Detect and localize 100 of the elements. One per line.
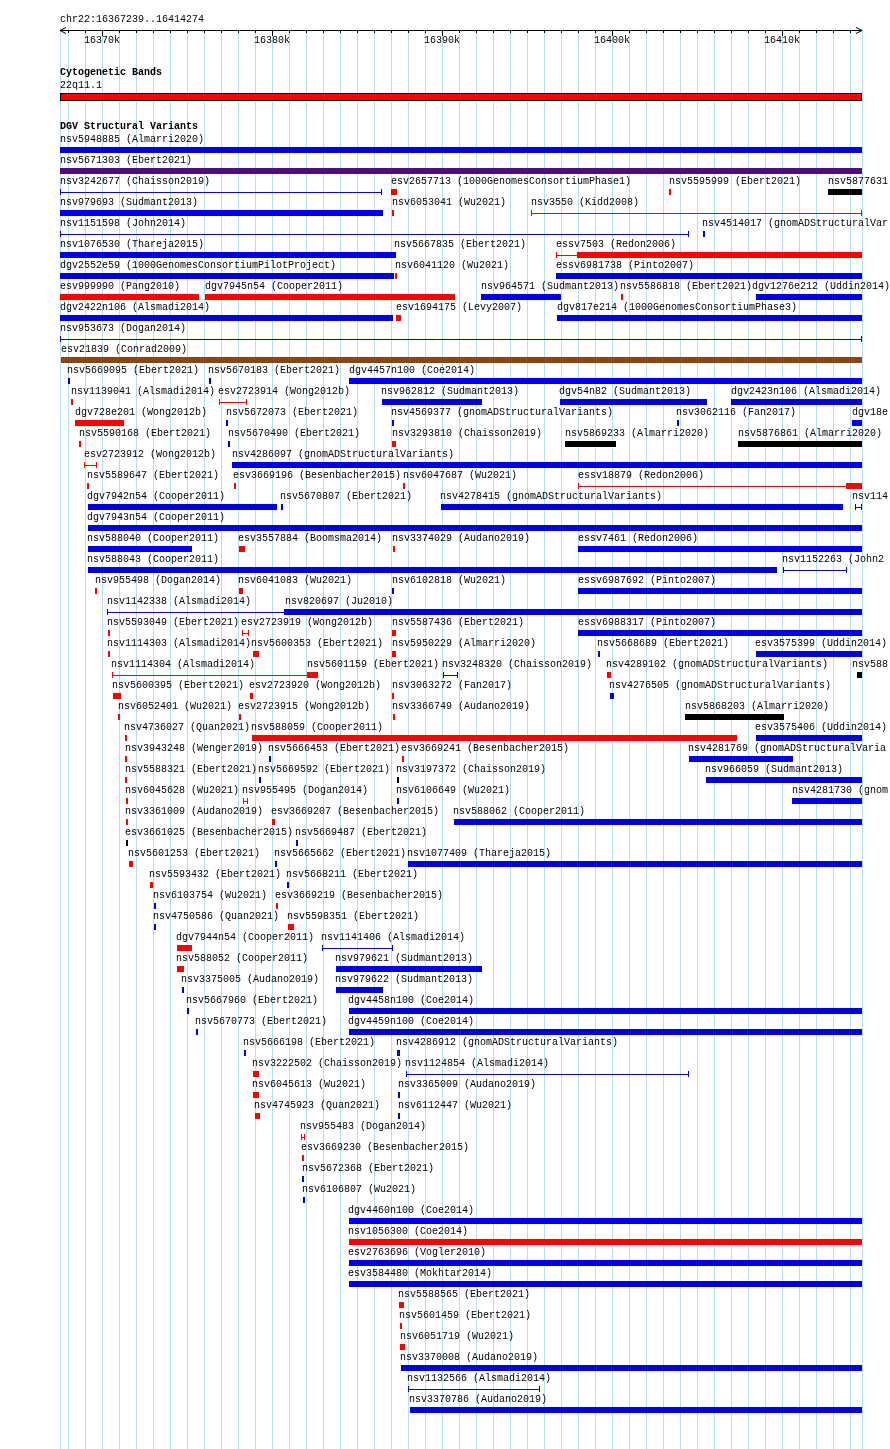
variant-label: nsv3242677 (Chaisson2019) (60, 176, 212, 188)
variant-label: essv6987692 (Pinto2007) (578, 575, 718, 587)
variant-label: nsv5601459 (Ebert2021) (399, 1310, 532, 1322)
variant-label: nsv4286097 (gnomADStructuralVariants) (232, 449, 456, 461)
variant-label: nsv3370786 (Audano2019) (409, 1394, 549, 1406)
variant-label: nsv588040 (Cooper2011) (87, 533, 220, 545)
variant-label: nsv964571 (Sudmant2013) (481, 281, 620, 293)
variant-label: nsv1077409 (Thareja2015) (407, 848, 553, 860)
variant-label: dgv4459n100 (Coe2014) (348, 1016, 476, 1028)
variant-label: nsv5669487 (Ebert2021) (295, 827, 428, 839)
variant-label: esv21839 (Conrad2009) (61, 344, 189, 356)
variant-label: nsv6041083 (Wu2021) (238, 575, 353, 587)
variant-label: nsv588062 (Cooper2011) (453, 806, 587, 818)
variant-label: esv2723912 (Wong2012b) (84, 449, 217, 461)
variant-label: nsv6053041 (Wu2021) (392, 197, 507, 209)
variant-label: nsv4281769 (gnomADStructuralVaria (688, 743, 887, 755)
tick-label: 16370k (84, 35, 120, 47)
tick-label: 16400k (594, 35, 630, 47)
track-title: DGV Structural Variants (60, 121, 199, 133)
variant-label: esv2723915 (Wong2012b) (238, 701, 371, 713)
variant-label: nsv588 (852, 659, 888, 671)
variant-label: nsv6045628 (Wu2021) (125, 785, 240, 797)
variant-label: esv3669219 (Besenbacher2015) (275, 890, 444, 902)
variant-label: dgv817e214 (1000GenomesConsortiumPhase3) (557, 302, 799, 314)
variant-label: dgv4460n100 (Coe2014) (348, 1205, 476, 1217)
variant-label: esv2723914 (Wong2012b) (218, 386, 351, 398)
variant-label: nsv5668211 (Ebert2021) (286, 869, 419, 881)
variant-label: nsv5671303 (Ebert2021) (60, 155, 194, 167)
variant-label: dgv2422n106 (Alsmadi2014) (60, 302, 212, 314)
variant-label: nsv1076530 (Thareja2015) (60, 239, 206, 251)
variant-label: dgv4458n100 (Coe2014) (348, 995, 476, 1007)
variant-label: nsv3365009 (Audano2019) (398, 1079, 537, 1091)
variant-label: nsv5666453 (Ebert2021) (268, 743, 401, 755)
variant-label: nsv4750586 (Quan2021) (153, 911, 280, 923)
variant-label: nsv6102818 (Wu2021) (392, 575, 507, 587)
variant-label: nsv3293810 (Chaisson2019) (392, 428, 543, 440)
variant-label: dgv2552e59 (1000GenomesConsortiumPilotProject) (60, 260, 338, 272)
variant-label: nsv5666198 (Ebert2021) (243, 1037, 376, 1049)
variant-label: dgv728e201 (Wong2012b) (75, 407, 208, 419)
tick-label: 16410k (764, 35, 800, 47)
variant-label: nsv3375005 (Audano2019) (181, 974, 320, 986)
variant-label: nsv588059 (Cooper2011) (251, 722, 385, 734)
variant-label: nsv5588321 (Ebert2021) (125, 764, 258, 776)
locus-label: chr22:16367239..16414274 (60, 14, 205, 26)
variant-label: nsv3370008 (Audano2019) (400, 1352, 540, 1364)
variant-label: nsv3197372 (Chaisson2019) (396, 764, 547, 776)
variant-label: esv3575399 (Uddin2014) (755, 638, 888, 650)
variant-label: nsv1139041 (Alsmadi2014) (71, 386, 216, 398)
variant-label: nsv5670773 (Ebert2021) (195, 1016, 328, 1028)
variant-label: nsv1124854 (Alsmadi2014) (405, 1058, 551, 1070)
variant-label: nsv6052401 (Wu2021) (118, 701, 233, 713)
variant-label: nsv6051719 (Wu2021) (400, 1331, 515, 1343)
variant-label: dgv2423n106 (Alsmadi2014) (731, 386, 882, 398)
variant-label: dgv1276e212 (Uddin2014) (752, 281, 890, 293)
variant-label: dgv7942n54 (Cooper2011) (87, 491, 227, 503)
variant-label: esv2657713 (1000GenomesConsortiumPhase1) (391, 176, 632, 188)
variant-label: nsv5586818 (Ebert2021) (620, 281, 753, 293)
variant-label: nsv979621 (Sudmant2013) (335, 953, 475, 965)
variant-label: nsv1056300 (Coe2014) (348, 1226, 470, 1238)
variant-label: dgv7943n54 (Cooper2011) (87, 512, 227, 524)
variant-label: nsv3062116 (Fan2017) (676, 407, 797, 419)
variant-label: dgv7944n54 (Cooper2011) (176, 932, 315, 944)
variant-label: nsv3374029 (Audano2019) (392, 533, 531, 545)
variant-label: nsv114 (852, 491, 888, 503)
variant-label: nsv6041120 (Wu2021) (395, 260, 510, 272)
variant-label: nsv5598351 (Ebert2021) (287, 911, 420, 923)
variant-label: nsv5868203 (Almarri2020) (685, 701, 830, 713)
variant-label: nsv588043 (Cooper2011) (87, 554, 221, 566)
variant-label: essv18879 (Redon2006) (578, 470, 706, 482)
variant-label: nsv4514017 (gnomADStructuralVar (702, 218, 889, 230)
variant-label: dgv4457n100 (Coe2014) (349, 365, 477, 377)
variant-label: esv2723919 (Wong2012b) (241, 617, 374, 629)
variant-label: nsv5587436 (Ebert2021) (392, 617, 525, 629)
variant-label: nsv3248320 (Chaisson2019) (442, 659, 593, 671)
variant-label: nsv1141406 (Alsmadi2014) (321, 932, 466, 944)
variant-label: nsv4281730 (gnom (792, 785, 888, 797)
variant-label: nsv5669095 (Ebert2021) (67, 365, 200, 377)
variant-label: nsv1132566 (Alsmadi2014) (407, 1373, 552, 1385)
variant-label: nsv5589647 (Ebert2021) (87, 470, 220, 482)
variant-label: esv999990 (Pang2010) (60, 281, 182, 293)
variant-label: nsv5877631 (828, 176, 888, 188)
variant-label: nsv3222502 (Chaisson2019) (252, 1058, 403, 1070)
variant-label: nsv5670807 (Ebert2021) (280, 491, 413, 503)
variant-label: nsv955495 (Dogan2014) (242, 785, 369, 797)
variant-label: nsv5667960 (Ebert2021) (186, 995, 319, 1007)
variant-label: nsv6047687 (Wu2021) (403, 470, 518, 482)
variant-label: nsv4569377 (gnomADStructuralVariants) (391, 407, 614, 419)
variant-label: nsv5670183 (Ebert2021) (208, 365, 341, 377)
variant-label: nsv4736027 (Quan2021) (124, 722, 251, 734)
variant-label: nsv1114304 (Alsmadi2014) (111, 659, 257, 671)
variant-label: essv7503 (Redon2006) (556, 239, 678, 251)
variant-label: nsv5869233 (Almarri2020) (565, 428, 710, 440)
variant-label: nsv955498 (Dogan2014) (95, 575, 222, 587)
variant-label: nsv3550 (Kidd2008) (531, 197, 641, 209)
variant-label: nsv5600353 (Ebert2021) (251, 638, 384, 650)
variant-label: nsv5601253 (Ebert2021) (128, 848, 261, 860)
variant-label: nsv5876861 (Almarri2020) (738, 428, 883, 440)
variant-label: dgv7945n54 (Cooper2011) (205, 281, 345, 293)
variant-label: nsv5670490 (Ebert2021) (228, 428, 361, 440)
variant-label: esv3584480 (Mokhtar2014) (348, 1268, 494, 1280)
